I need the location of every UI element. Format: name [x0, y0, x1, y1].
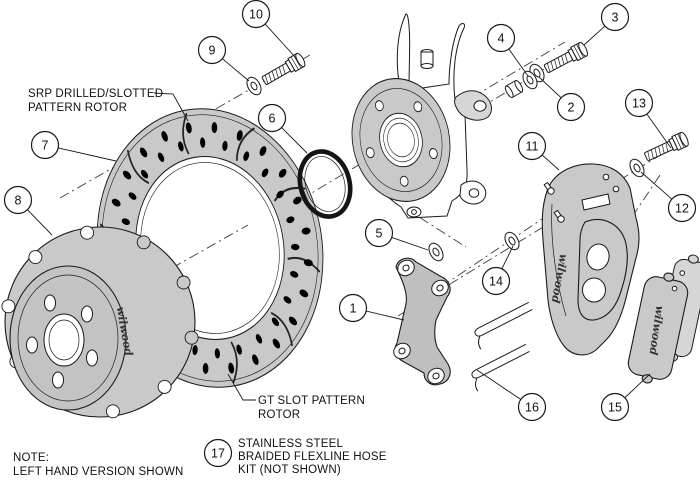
gt-label-leader	[227, 373, 256, 401]
callout-8: 8	[3, 185, 53, 236]
callout-10-leader	[264, 23, 297, 59]
axis-through-rotor-bore	[171, 224, 249, 269]
caliper-top-screw-1	[602, 173, 610, 181]
bolt-3	[541, 40, 590, 77]
caliper-top-screw-2	[612, 185, 620, 193]
caliper-piston-1	[586, 243, 610, 271]
callout-3-leader	[583, 25, 606, 46]
bracket-bolt-bosses	[393, 259, 449, 385]
svg-text:15: 15	[608, 401, 622, 415]
callout-14-leader	[501, 245, 514, 270]
hose-line2: BRAIDED FLEXLINE HOSE	[238, 451, 387, 463]
svg-text:16: 16	[525, 401, 539, 415]
callout-8-leader	[27, 209, 53, 236]
svg-text:7: 7	[42, 139, 49, 153]
callout-5: 5	[364, 218, 429, 251]
callout-7: 7	[30, 130, 117, 162]
callout-4-leader	[508, 48, 529, 77]
washer-12	[626, 156, 648, 180]
svg-text:14: 14	[489, 275, 503, 289]
callout-5-leader	[391, 236, 429, 251]
svg-text:5: 5	[376, 227, 383, 241]
hose-line1: STAINLESS STEEL	[238, 438, 343, 450]
callout-16-leader	[476, 369, 522, 400]
hub-bolt-holes	[365, 100, 438, 187]
retainer-pin-1	[474, 301, 533, 350]
svg-text:11: 11	[526, 140, 539, 154]
bleed-screw-2	[553, 209, 565, 223]
label-srp-rotor: SRP DRILLED/SLOTTED PATTERN ROTOR	[28, 88, 163, 114]
srp-label-line1: SRP DRILLED/SLOTTED	[28, 88, 163, 100]
callout-2-leader	[538, 76, 562, 99]
spacer-sleeve	[504, 79, 524, 99]
washer-5	[425, 240, 447, 264]
label-gt-rotor: GT SLOT PATTERN ROTOR	[258, 395, 365, 421]
svg-text:9: 9	[209, 44, 216, 58]
callout-4: 4	[486, 23, 529, 77]
callout-16: 16	[476, 369, 547, 422]
callout-12-leader	[640, 171, 673, 200]
steering-arm-boss	[454, 90, 492, 121]
brake-pad-outer	[627, 272, 689, 384]
hat-lug-holes	[26, 294, 98, 389]
callout-15: 15	[600, 373, 651, 422]
svg-text:6: 6	[269, 112, 276, 126]
srp-label-leader	[153, 92, 189, 122]
label-note: NOTE: LEFT HAND VERSION SHOWN	[13, 452, 184, 478]
caliper-bridge-window	[581, 193, 611, 211]
svg-text:2: 2	[568, 101, 575, 115]
brake-caliper: wilwood	[541, 163, 640, 356]
svg-text:17: 17	[211, 447, 225, 461]
wheel-hub	[351, 77, 451, 203]
srp-label-line2: PATTERN ROTOR	[28, 102, 127, 114]
bleed-screw-1	[543, 181, 555, 195]
note-line2: LEFT HAND VERSION SHOWN	[13, 466, 184, 478]
callout-12: 12	[640, 171, 697, 223]
svg-text:8: 8	[15, 194, 22, 208]
rotor-hat: wilwood	[1, 225, 199, 419]
caliper-piston-2	[582, 277, 606, 303]
gt-label-line2: ROTOR	[258, 409, 300, 421]
gt-label-line1: GT SLOT PATTERN	[258, 395, 365, 407]
callout-11: 11	[517, 131, 560, 171]
bolt-13	[642, 130, 691, 165]
washer-9	[243, 74, 265, 98]
callout-9-leader	[222, 58, 250, 82]
caliper-mount-bracket	[393, 257, 451, 386]
note-line1: NOTE:	[13, 452, 49, 464]
bolt-10	[259, 51, 308, 88]
callout-2: 2	[538, 76, 586, 122]
callout-13: 13	[624, 88, 672, 149]
callout-9: 9	[197, 35, 250, 82]
callout-15-leader	[624, 373, 651, 399]
svg-text:13: 13	[632, 97, 646, 111]
callout-7-leader	[58, 147, 117, 162]
retainer-pin-2	[471, 343, 530, 392]
callout-14: 14	[481, 245, 514, 296]
callout-6: 6	[257, 103, 308, 154]
label-hose-kit: STAINLESS STEEL BRAIDED FLEXLINE HOSE KI…	[238, 438, 387, 476]
svg-text:3: 3	[612, 11, 619, 25]
callout-17: 17	[203, 438, 233, 468]
callout-1: 1	[338, 293, 405, 323]
callout-1-leader	[366, 310, 405, 321]
callout-3: 3	[583, 2, 630, 46]
callout-10: 10	[241, 0, 297, 59]
svg-text:1: 1	[350, 302, 357, 316]
svg-text:10: 10	[249, 8, 263, 22]
callout-13-leader	[646, 113, 672, 149]
callout-6-leader	[281, 127, 308, 154]
hose-line3: KIT (NOT SHOWN)	[238, 464, 341, 476]
callout-11-leader	[541, 154, 560, 171]
svg-text:12: 12	[675, 202, 689, 216]
o-ring-seal	[297, 149, 353, 219]
svg-text:4: 4	[498, 32, 505, 46]
